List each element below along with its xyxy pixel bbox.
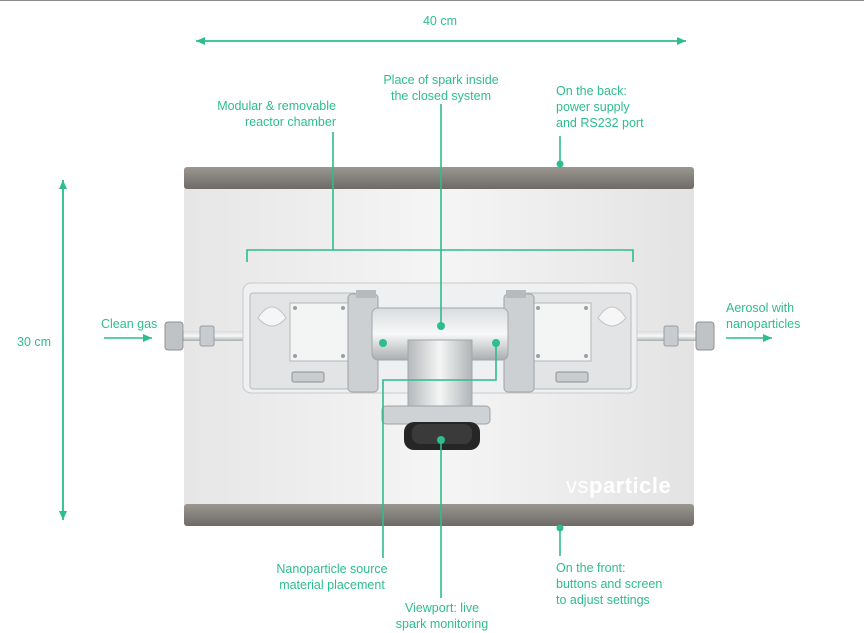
annotation-lines bbox=[59, 37, 772, 598]
viewport-camera bbox=[381, 405, 491, 450]
width-label: 40 cm bbox=[422, 14, 458, 28]
outlet-tube bbox=[636, 321, 715, 351]
right-electrode-module bbox=[503, 290, 632, 393]
annotation-dots bbox=[379, 160, 564, 532]
left-electrode-module bbox=[249, 290, 379, 393]
height-label: 30 cm bbox=[17, 335, 52, 349]
top-border bbox=[0, 0, 864, 1]
brand-logo: vsparticle bbox=[566, 473, 672, 498]
clean-gas-label: Clean gas bbox=[101, 317, 158, 331]
t-piece-chamber bbox=[371, 307, 509, 413]
inlet-tube bbox=[164, 321, 244, 351]
